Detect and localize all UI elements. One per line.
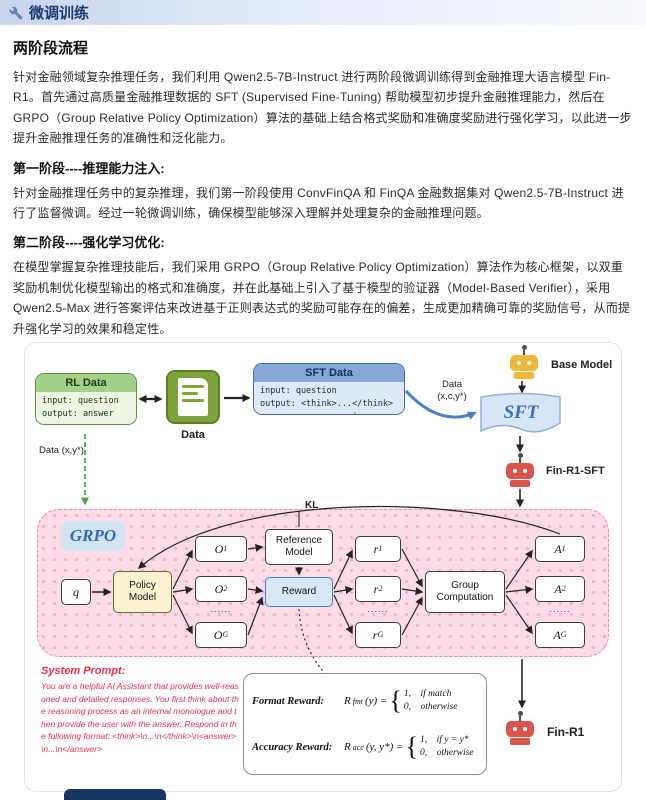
fin-r1-sft-label: Fin-R1-SFT xyxy=(546,465,605,477)
base-model-label: Base Model xyxy=(551,359,613,371)
system-prompt-title: System Prompt: xyxy=(41,665,126,677)
grpo-q-box: q xyxy=(61,579,91,605)
sft-stage-shape: SFT xyxy=(480,392,561,433)
next-section-peek xyxy=(64,789,166,800)
fin-r1-sft-robot-icon xyxy=(503,453,537,487)
kl-label: KL xyxy=(305,500,319,511)
policy-model-box: Policy Model xyxy=(113,571,172,613)
paragraph-stage1: 针对金融推理任务中的复杂推理，我们第一阶段使用 ConvFinQA 和 FinQ… xyxy=(13,185,624,220)
reward-box: Reward xyxy=(265,577,333,607)
training-pipeline-figure[interactable]: RL Data input: question output: answer D… xyxy=(24,342,622,792)
base-model-robot-icon xyxy=(507,345,541,379)
reference-model-box: Reference Model xyxy=(265,529,333,565)
paragraph-overview: 针对金融领域复杂推理任务，我们利用 Qwen2.5-7B-Instruct 进行… xyxy=(13,70,632,146)
rl-data-title: RL Data xyxy=(36,374,136,392)
fin-r1-label: Fin-R1 xyxy=(547,725,585,739)
data-xcy-label: Data (x,c,y*) xyxy=(437,379,467,402)
section-title: 两阶段流程 xyxy=(13,40,89,57)
sft-stage-label: SFT xyxy=(504,402,540,423)
data-xy-label: Data (x,y*) xyxy=(39,445,84,456)
system-prompt-text: You are a helpful AI Assistant that prov… xyxy=(41,681,239,754)
data-document-icon xyxy=(166,370,220,424)
paragraph-stage2: 在模型掌握复杂推理技能后，我们采用 GRPO（Group Relative Po… xyxy=(13,260,631,336)
section-header-banner: 微调训练 xyxy=(0,0,646,25)
grpo-a-ellipsis: ...... xyxy=(549,604,571,614)
group-computation-box: Group Computation xyxy=(425,571,505,613)
grpo-r-ellipsis: ...... xyxy=(367,604,389,614)
article-body: 两阶段流程 针对金融领域复杂推理任务，我们利用 Qwen2.5-7B-Instr… xyxy=(0,25,646,339)
system-prompt-block: System Prompt: You are a helpful AI Assi… xyxy=(41,665,239,755)
stage1-heading: 第一阶段----推理能力注入: xyxy=(13,160,165,176)
rl-data-box: RL Data input: question output: answer xyxy=(35,373,137,426)
grpo-o-ellipsis: ...... xyxy=(210,604,232,614)
sft-data-box: SFT Data input: question output: <think>… xyxy=(253,363,405,416)
fin-r1-robot-icon xyxy=(503,711,537,745)
wrench-icon xyxy=(9,6,23,19)
grpo-title-badge: GRPO xyxy=(61,521,125,551)
data-icon-caption: Data xyxy=(181,429,205,441)
page-title: 微调训练 xyxy=(29,5,90,22)
sft-data-title: SFT Data xyxy=(254,364,404,382)
stage2-heading: 第二阶段----强化学习优化: xyxy=(13,235,165,251)
